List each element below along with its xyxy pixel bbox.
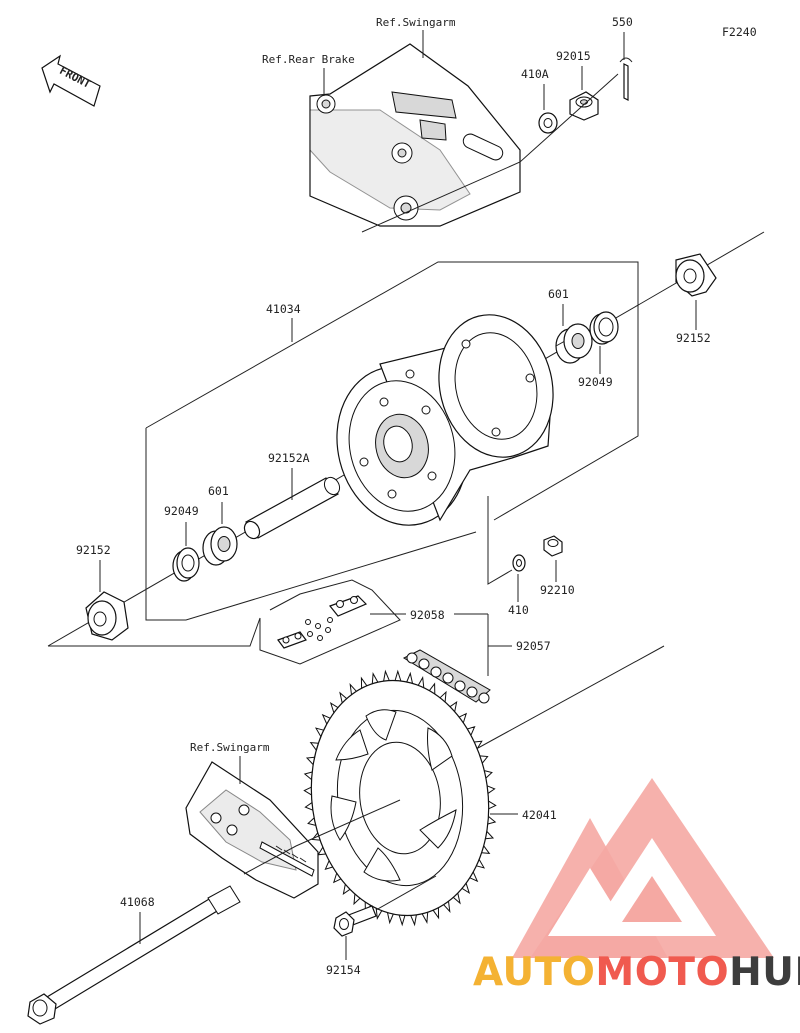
label-41034: 41034 (266, 302, 301, 316)
watermark-logo: AUTOMOTOHUB (473, 778, 800, 995)
label-92057: 92057 (516, 639, 551, 653)
label-92152-left: 92152 (76, 543, 111, 557)
rear-axle-41068 (27, 885, 241, 1025)
watermark-text-auto: AUTO (473, 950, 595, 995)
swingarm-end-bottom (185, 761, 319, 899)
nut-92210 (543, 535, 563, 557)
spacer-92152a (243, 476, 341, 540)
label-601-left: 601 (208, 484, 229, 498)
master-link-92058 (277, 595, 368, 649)
diagram-code: F2240 (722, 25, 757, 39)
castle-nut-92015 (569, 91, 599, 121)
ref-swingarm-bottom: Ref.Swingarm (190, 741, 270, 754)
label-42041: 42041 (522, 808, 557, 822)
oil-seal-92049-right (589, 311, 619, 345)
oil-seal-92049-left (172, 547, 200, 582)
bolt-92154 (333, 905, 377, 937)
watermark-text-moto: MOTO (595, 950, 729, 995)
label-550: 550 (612, 15, 633, 29)
rear-sprocket-42041 (303, 669, 497, 927)
label-92152a: 92152A (268, 451, 310, 465)
hub-assembly-frame (145, 261, 639, 521)
label-92049-left: 92049 (164, 504, 199, 518)
label-601-right: 601 (548, 287, 569, 301)
rear-wheel-hub (336, 314, 554, 526)
bearing-601-right (555, 323, 593, 364)
washer-410 (512, 554, 526, 572)
label-92058: 92058 (410, 608, 445, 622)
chain-92057 (402, 649, 491, 704)
label-41068: 41068 (120, 895, 155, 909)
washer-410a (538, 112, 558, 134)
svg-text:AUTOMOTOHUB: AUTOMOTOHUB (473, 950, 800, 995)
label-410: 410 (508, 603, 529, 617)
bearing-601-left (202, 526, 238, 566)
label-92154: 92154 (326, 963, 361, 977)
ref-swingarm-top: Ref.Swingarm (376, 16, 456, 29)
watermark-text-hub: HUB (729, 950, 800, 995)
label-92015: 92015 (556, 49, 591, 63)
front-arrow-icon: FRONT (41, 54, 101, 107)
caliper-bracket (309, 43, 521, 227)
label-410a: 410A (521, 67, 549, 81)
cotter-pin-550 (619, 57, 633, 101)
label-92049-right: 92049 (578, 375, 613, 389)
collar-92152-left (85, 591, 129, 641)
ref-rear-brake: Ref.Rear Brake (262, 53, 355, 66)
label-92210: 92210 (540, 583, 575, 597)
collar-92152-right (675, 253, 717, 297)
label-92152-right: 92152 (676, 331, 711, 345)
chain-group-frame (48, 579, 401, 665)
